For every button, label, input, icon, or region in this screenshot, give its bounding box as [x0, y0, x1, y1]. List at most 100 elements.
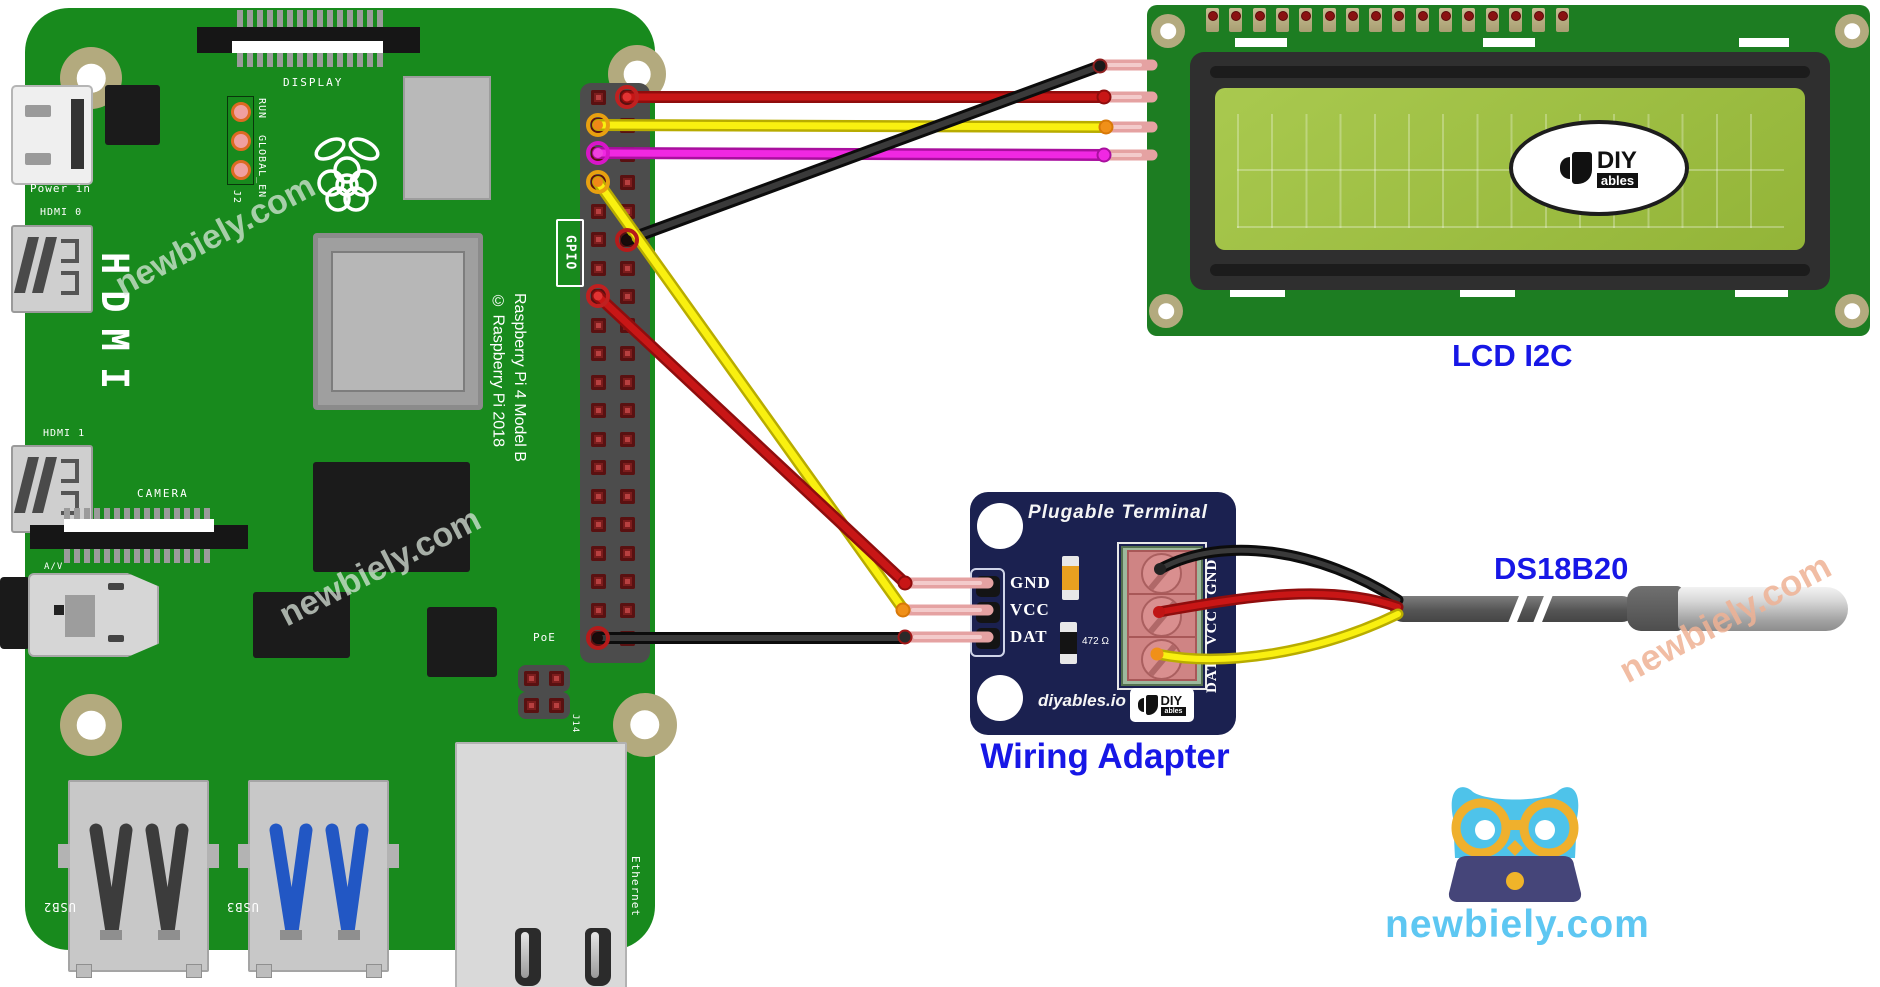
- pi-model-line: Raspberry Pi 4 Model B: [511, 293, 529, 462]
- j2-label: J2: [231, 190, 242, 205]
- gpio-pin: [620, 146, 635, 162]
- lcd-frame-groove: [1210, 264, 1810, 276]
- j14-pin: [549, 698, 564, 713]
- header-pin: [230, 101, 251, 122]
- adapter-mount-hole: [977, 675, 1023, 721]
- camera-connector-pins: [64, 549, 214, 563]
- pi-model-text: Raspberry Pi 4 Model B © Raspberry Pi 20…: [487, 293, 530, 573]
- resistor-value: 472 Ω: [1082, 636, 1109, 647]
- port-foot: [585, 928, 611, 986]
- terminal-cell: [1127, 636, 1197, 681]
- adapter-title: Plugable Terminal: [1028, 502, 1208, 523]
- gpio-pin: [620, 631, 635, 646]
- gpio-pin: [620, 260, 635, 276]
- raspberry-pi-board: DISPLAY Power in RUN GLOBAL_EN J2: [0, 8, 677, 987]
- gpio-pin: [620, 488, 635, 504]
- gpio-pin: [591, 175, 606, 190]
- lcd-mount-hole: [1149, 294, 1183, 328]
- diyables-logo-icon: [1137, 695, 1158, 715]
- port-detail: [108, 583, 124, 590]
- gpio-pin: [620, 89, 635, 105]
- global-en-label: GLOBAL_EN: [256, 135, 267, 199]
- wireless-module: [403, 76, 491, 200]
- lcd-solder-tab: [1739, 38, 1789, 47]
- av-label: A/V: [44, 562, 64, 572]
- diyables-logo-ables: ables: [1160, 707, 1187, 716]
- wire-yellow-scl: [592, 119, 1112, 133]
- lcd-pin: [1252, 8, 1266, 32]
- port-foot: [256, 964, 272, 978]
- newbiely-owl-logo: [1448, 787, 1582, 902]
- gpio-pin: [620, 289, 635, 304]
- diyables-logo-ables: ables: [1596, 172, 1639, 188]
- hdmi-big-label: HDMI: [93, 252, 136, 406]
- port-tab: [58, 844, 70, 868]
- terminal-screw: [1141, 553, 1182, 594]
- lcd-solder-tab: [1235, 38, 1287, 47]
- run-label: RUN: [256, 98, 267, 120]
- gpio-label-box: GPIO: [556, 219, 584, 287]
- gpio-pin: [591, 260, 606, 276]
- port-detail: [71, 99, 84, 169]
- j14-pin: [524, 698, 539, 713]
- camera-label: CAMERA: [137, 487, 189, 500]
- usb3-port: [238, 780, 399, 978]
- port-detail: [61, 459, 79, 483]
- port-detail: [65, 595, 95, 637]
- gpio-pin: [620, 431, 635, 447]
- gpio-pin: [620, 403, 635, 418]
- lcd-pin: [1508, 8, 1522, 32]
- wire-black-lcd-gnd: [621, 60, 1106, 246]
- diyables-logo-icon: [1559, 152, 1592, 184]
- adapter-mount-hole: [977, 503, 1023, 549]
- usb2-port: [58, 780, 219, 978]
- port-detail: [108, 635, 124, 642]
- port-foot: [186, 964, 202, 978]
- display-connector-pins: [237, 53, 383, 67]
- wire-magenta-sda: [592, 147, 1110, 161]
- usb2-label: USB2: [43, 900, 76, 914]
- lcd-i2c-module: DIY ables: [1147, 5, 1870, 336]
- chip: [253, 592, 350, 658]
- gpio-pin: [620, 232, 635, 247]
- power-in-port: [11, 85, 93, 185]
- av-jack-barrel: [0, 577, 30, 649]
- newbiely-site-text: newbiely.com: [1385, 903, 1650, 946]
- sensor-ferrule: [1627, 586, 1683, 631]
- gpio-pin: [591, 517, 606, 532]
- lcd-pin: [1415, 8, 1429, 32]
- gpio-pin: [620, 517, 635, 532]
- av-jack-body: [28, 573, 159, 657]
- lcd-pin: [1229, 8, 1243, 32]
- lcd-pin: [1532, 8, 1546, 32]
- gpio-pin: [591, 602, 606, 618]
- lcd-screen: DIY ables: [1215, 88, 1805, 250]
- gpio-pin: [620, 602, 635, 618]
- lcd-pin: [1299, 8, 1313, 32]
- port-detail: [61, 239, 79, 263]
- adapter-pin: [976, 601, 1000, 623]
- lcd-pin: [1462, 8, 1476, 32]
- gpio-pin: [620, 374, 635, 390]
- diyables-logo: DIY ables: [1509, 120, 1689, 216]
- raspberry-pi-logo: [314, 137, 380, 212]
- gpio-pin: [620, 203, 635, 219]
- usb3-tines: [269, 823, 369, 940]
- ethernet-port: [455, 742, 627, 987]
- gpio-pin: [591, 118, 606, 133]
- port-foot: [515, 928, 541, 986]
- port-detail: [61, 271, 79, 295]
- j14-pin: [549, 671, 564, 686]
- lcd-frame: DIY ables: [1190, 52, 1830, 290]
- pi-mount-hole: [60, 694, 122, 756]
- gpio-pin: [591, 460, 606, 475]
- gpio-pin: [620, 317, 635, 333]
- ethernet-label: Ethernet: [629, 856, 642, 917]
- j14-pin: [524, 671, 539, 686]
- display-connector-pins: [237, 10, 383, 27]
- smd-resistor-body: [1060, 632, 1077, 654]
- adapter-pin: [976, 575, 1000, 597]
- gpio-pin: [591, 289, 606, 304]
- gpio-pin: [620, 545, 635, 561]
